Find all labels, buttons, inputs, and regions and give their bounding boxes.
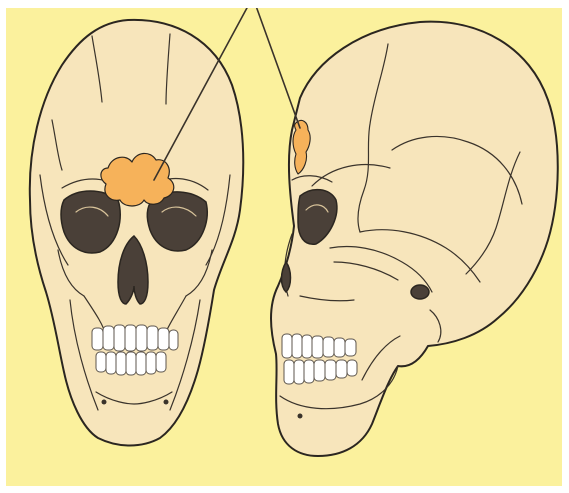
side-ear-canal [411,285,429,299]
front-upper-teeth [92,325,178,351]
front-frontal-sinus [101,153,174,206]
front-lower-teeth [96,352,166,375]
